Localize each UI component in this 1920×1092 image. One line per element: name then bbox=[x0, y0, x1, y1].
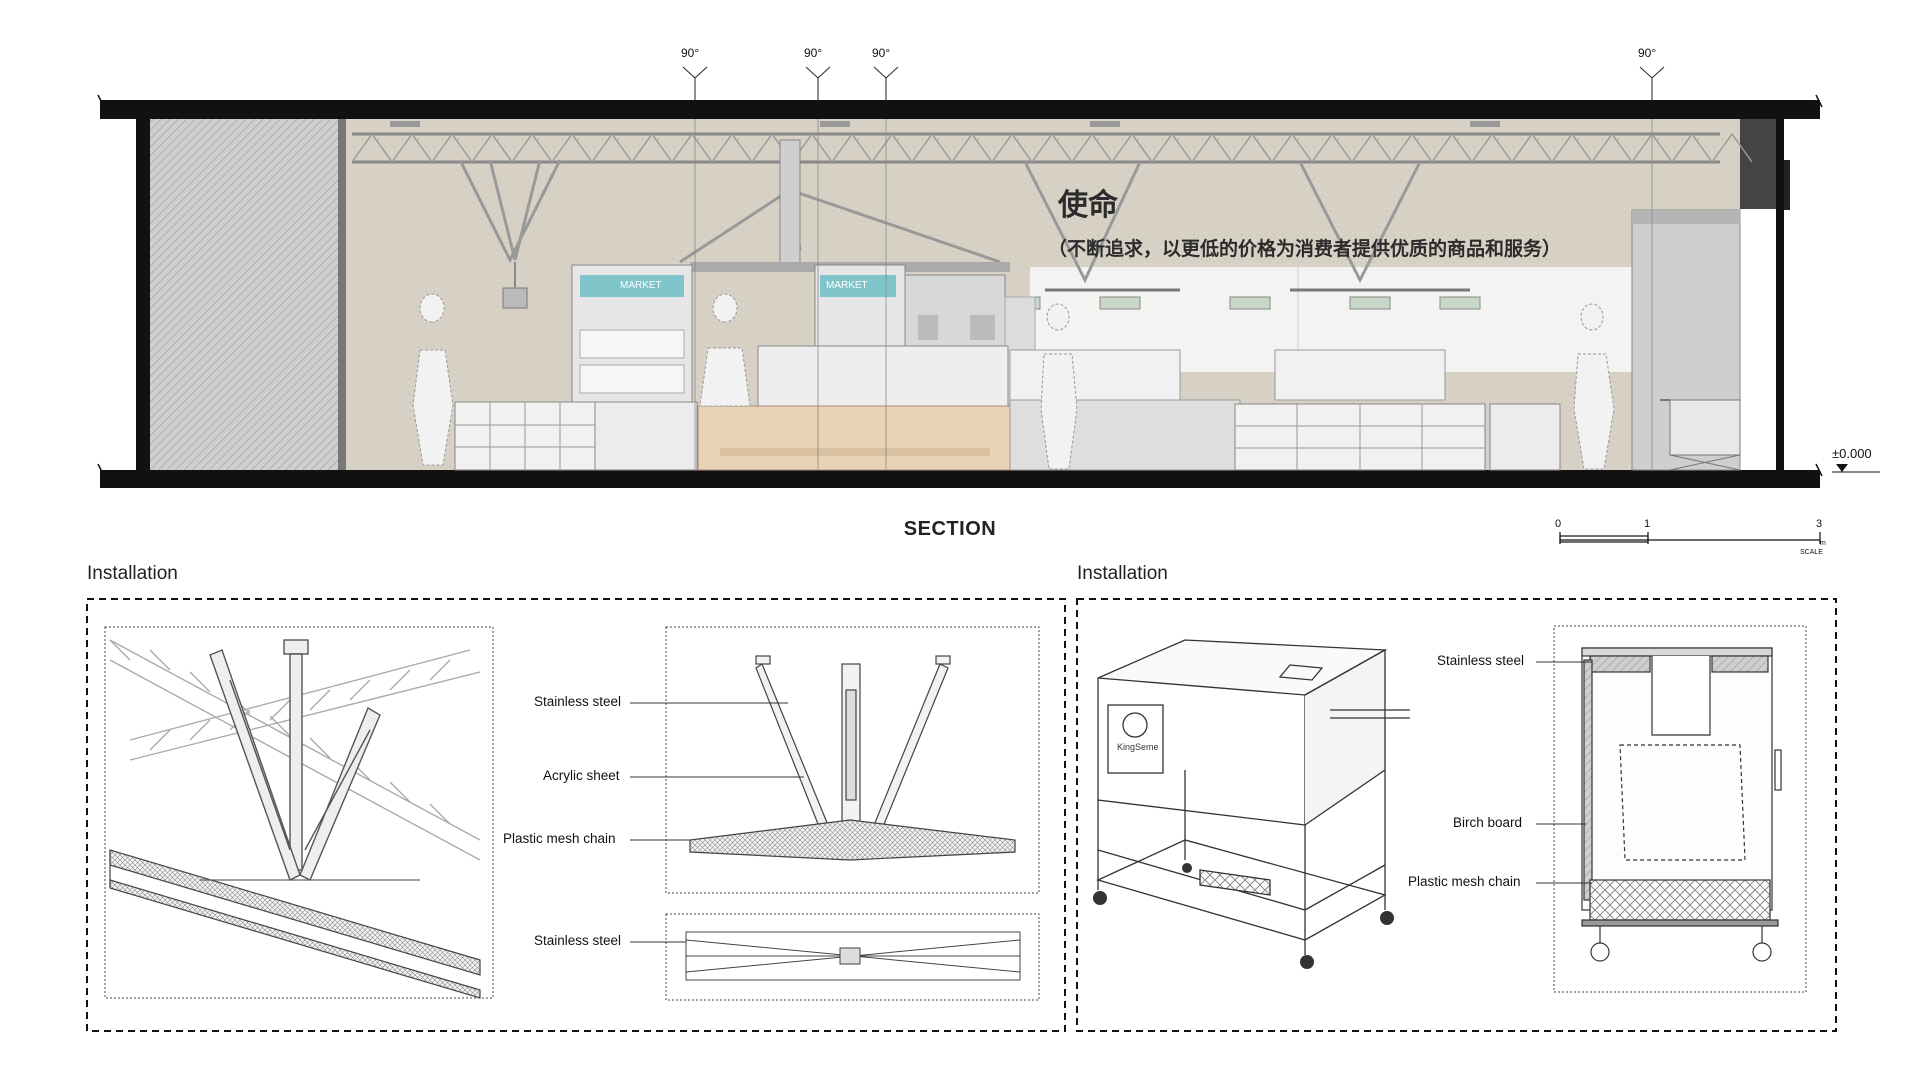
scale-unit: m bbox=[1820, 540, 1826, 547]
callout-plastic-mesh-chain: Plastic mesh chain bbox=[503, 831, 616, 846]
callout-stainless-steel: Stainless steel bbox=[534, 933, 622, 948]
callout-stainless-steel: Stainless steel bbox=[1437, 653, 1525, 668]
slogan-subtitle: （不断追求，以更低的价格为消费者提供优质的商品和服务） bbox=[1048, 238, 1562, 260]
angle-label: 90° bbox=[681, 46, 700, 60]
callout-acrylic-sheet: Acrylic sheet bbox=[543, 768, 620, 783]
right-installation-drawing bbox=[1076, 598, 1837, 1032]
left-panel-title: Installation bbox=[87, 563, 178, 584]
section-drawing bbox=[97, 66, 1880, 544]
callout-stainless-steel: Stainless steel bbox=[534, 694, 622, 709]
scale-tick: 0 bbox=[1555, 518, 1562, 530]
left-installation-drawing bbox=[86, 598, 1066, 1032]
scale-tick: 1 bbox=[1644, 518, 1651, 530]
scale-tick: 3 bbox=[1816, 518, 1823, 530]
callout-birch-board: Birch board bbox=[1453, 815, 1523, 830]
section-title: SECTION bbox=[903, 518, 997, 540]
level-marker: ±0.000 bbox=[1832, 446, 1872, 461]
slogan-title: 使命 bbox=[1058, 188, 1118, 223]
right-panel-title: Installation bbox=[1077, 563, 1168, 584]
angle-label: 90° bbox=[804, 46, 823, 60]
angle-label: 90° bbox=[1638, 46, 1657, 60]
scale-caption: SCALE bbox=[1800, 549, 1823, 556]
cart-brand-label: KingSeme bbox=[1117, 742, 1159, 752]
angle-label: 90° bbox=[872, 46, 891, 60]
market-sign: MARKET bbox=[826, 280, 868, 291]
callout-plastic-mesh-chain: Plastic mesh chain bbox=[1408, 874, 1521, 889]
market-sign: MARKET bbox=[620, 280, 662, 291]
